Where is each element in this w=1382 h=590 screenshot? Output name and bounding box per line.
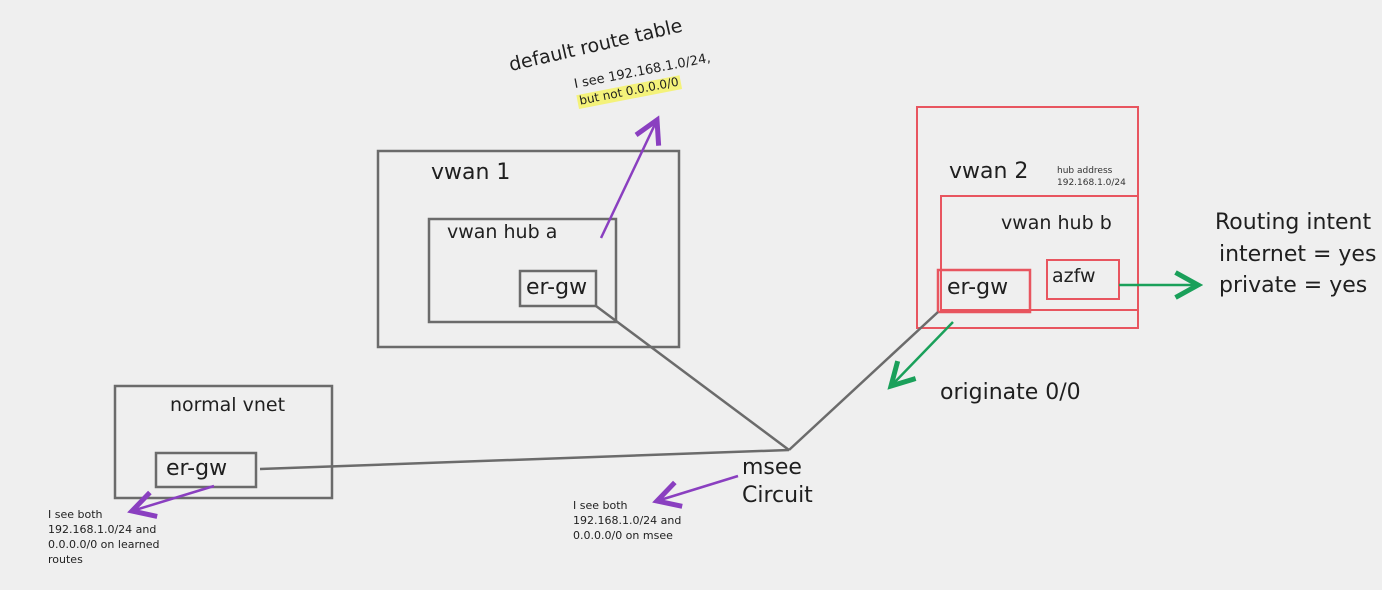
msee-label-line1: msee <box>742 455 802 480</box>
azfw-box <box>1046 259 1120 300</box>
er-gw-b-box <box>936 268 1032 314</box>
er-gw-vnet-label: er-gw <box>166 456 228 481</box>
vnet-note-line2: 192.168.1.0/24 and <box>48 523 157 536</box>
vwan1-label: vwan 1 <box>431 160 511 185</box>
vnet-note-line3: 0.0.0.0/0 on learned <box>48 538 160 551</box>
azfw-label: azfw <box>1052 265 1096 287</box>
er-gw-a-box <box>518 269 598 308</box>
vwan-hub-b-box <box>940 195 1139 311</box>
msee-note-line2: 192.168.1.0/24 and <box>573 514 682 527</box>
link-hub-b-to-msee <box>788 311 939 451</box>
msee-note-line1: I see both <box>573 499 628 512</box>
normal-vnet-label: normal vnet <box>170 394 286 416</box>
routing-intent-line1: Routing intent <box>1215 210 1372 235</box>
vwan1-box <box>376 149 681 349</box>
er-gw-vnet-box <box>154 451 258 489</box>
er-gw-b-label: er-gw <box>947 275 1009 300</box>
vwan-hub-a-label: vwan hub a <box>447 221 558 243</box>
arrow-originate <box>891 321 954 386</box>
vnet-note-line4: routes <box>48 553 83 566</box>
hub-address-line1: hub address <box>1057 166 1113 176</box>
vwan2-label: vwan 2 <box>949 159 1029 184</box>
vwan-hub-a-box <box>427 217 618 324</box>
arrow-hub-a-to-route-table <box>599 120 657 239</box>
arrow-vnet-note <box>132 484 215 511</box>
arrow-msee-note <box>657 474 739 501</box>
msee-note-line3: 0.0.0.0/0 on msee <box>573 529 673 542</box>
link-vnet-to-msee <box>259 448 790 471</box>
link-hub-a-to-msee <box>595 304 790 452</box>
routing-intent-line2: internet = yes <box>1219 242 1377 267</box>
vnet-note-line1: I see both <box>48 508 103 521</box>
originate-label: originate 0/0 <box>940 380 1081 405</box>
normal-vnet-box <box>113 384 334 500</box>
vwan-hub-b-label: vwan hub b <box>1001 212 1112 234</box>
routing-intent-line3: private = yes <box>1219 273 1368 298</box>
hub-address-line2: 192.168.1.0/24 <box>1057 178 1126 188</box>
msee-label-line2: Circuit <box>742 483 813 508</box>
er-gw-a-label: er-gw <box>526 275 588 300</box>
